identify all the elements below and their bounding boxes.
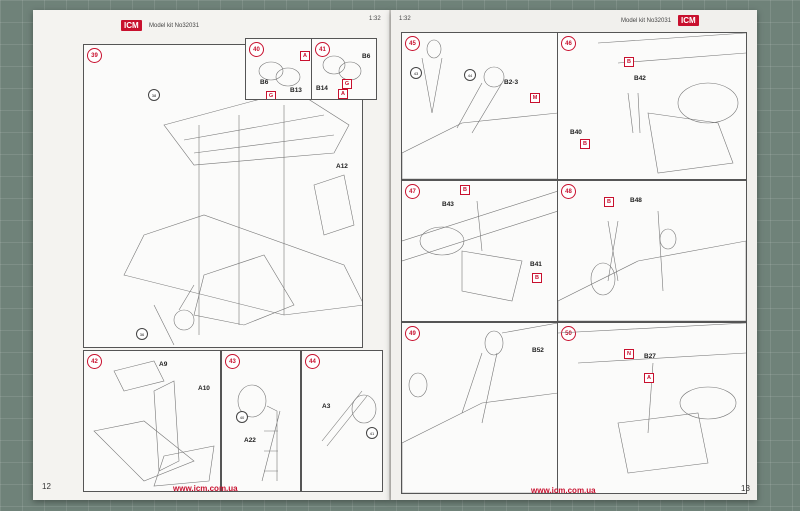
landing-gear-drawing (321, 390, 377, 447)
step-46-panel: 46 B B42 B40 B (557, 32, 747, 180)
wing-gear-drawing (402, 323, 558, 493)
step-47-panel: 47 B B43 B41 B (401, 180, 559, 322)
part-label: B42 (634, 75, 646, 82)
part-label: B14 (316, 85, 328, 92)
part-label: B6 (260, 79, 269, 86)
scale-label: 1:32 (369, 16, 381, 22)
page-number: 13 (741, 484, 750, 493)
reference-ring-36: 36 (136, 328, 148, 340)
fuselage-gear-drawing (402, 39, 558, 179)
wheel-drawing (258, 61, 301, 87)
step-43-panel: 43 40 A22 (221, 350, 301, 492)
part-label: B6 (362, 53, 371, 60)
step-45-panel: 45 43 44 B2-3 M (401, 32, 559, 180)
right-page: 1:32 Model kit No32031 ICM 45 43 44 B2-3… (391, 10, 757, 500)
model-kit-label: Model kit No32031 (149, 23, 200, 29)
step-number: 40 (249, 42, 264, 57)
part-label: B40 (570, 129, 582, 136)
part-label: A12 (336, 163, 348, 170)
website-url: www.icm.com.ua (531, 486, 596, 495)
color-tag: B (604, 197, 614, 207)
step-44-panel: 44 A3 41 (301, 350, 383, 492)
part-label: B27 (644, 353, 656, 360)
step-number: 48 (561, 184, 576, 199)
page-number: 12 (42, 482, 51, 491)
reference-ring-41: 41 (366, 427, 378, 439)
color-tag: A (644, 373, 654, 383)
reference-ring-38: 38 (148, 89, 160, 101)
tail-assembly-drawing (93, 360, 215, 487)
part-label: B2-3 (504, 79, 519, 86)
icm-logo: ICM (678, 15, 699, 26)
step-48-panel: 48 B B48 (557, 180, 747, 322)
step-42-panel: 42 A9 A10 (83, 350, 221, 492)
color-tag: N (624, 349, 634, 359)
step-number: 45 (405, 36, 420, 51)
left-page: ICM Model kit No32031 1:32 39 38 36 A12 … (33, 10, 391, 500)
tail-strut-drawing (597, 33, 746, 174)
step-49-panel: 49 B52 (401, 322, 559, 494)
part-label: B43 (442, 201, 454, 208)
model-kit-label: Model kit No32031 (621, 18, 672, 24)
part-label: A10 (198, 385, 210, 392)
part-label: A9 (159, 361, 168, 368)
landing-gear-drawing (237, 384, 281, 482)
reference-ring-40: 40 (236, 411, 248, 423)
step-number: 39 (87, 48, 102, 63)
color-tag: M (530, 93, 540, 103)
part-label: B41 (530, 261, 542, 268)
step-number: 41 (315, 42, 330, 57)
part-label: B48 (630, 197, 642, 204)
color-tag: G (266, 91, 276, 99)
step-number: 46 (561, 36, 576, 51)
part-label: B52 (532, 347, 544, 354)
step-41-panel: 41 B6 B14 G A (311, 38, 377, 100)
reference-ring-43: 43 (410, 67, 422, 79)
color-tag: G (342, 79, 352, 89)
tail-strut-drawing (402, 190, 558, 302)
part-label: B13 (290, 87, 302, 94)
color-tag: A (300, 51, 310, 61)
nose-gear-drawing (558, 210, 746, 321)
step-50-panel: 50 N B27 A (557, 322, 747, 494)
icm-logo: ICM (121, 20, 142, 31)
step-number: 50 (561, 326, 576, 341)
step-number: 43 (225, 354, 240, 369)
color-tag: B (624, 57, 634, 67)
step-number: 49 (405, 326, 420, 341)
color-tag: B (460, 185, 470, 195)
scale-label: 1:32 (399, 16, 411, 22)
step-40-panel: 40 B6 B13 A G (245, 38, 313, 100)
color-tag: A (338, 89, 348, 99)
step-number: 47 (405, 184, 420, 199)
part-label: A3 (322, 403, 331, 410)
color-tag: B (532, 273, 542, 283)
step-number: 42 (87, 354, 102, 369)
biplane-assembly-drawing (123, 89, 362, 346)
website-url: www.icm.com.ua (173, 484, 238, 493)
color-tag: B (580, 139, 590, 149)
step-number: 44 (305, 354, 320, 369)
reference-ring-44: 44 (464, 69, 476, 81)
part-label: A22 (244, 437, 256, 444)
tail-assembly-drawing (558, 323, 746, 474)
